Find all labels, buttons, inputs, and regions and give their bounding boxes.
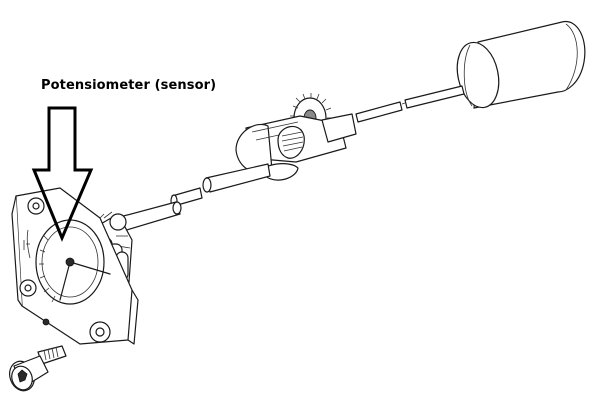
motor-shaft (355, 85, 465, 123)
gear-housing (235, 113, 357, 181)
middle-shaft (170, 163, 271, 208)
motor-cylinder (456, 21, 586, 109)
sensor-label: Potensiometer (sensor) (41, 78, 217, 93)
mounting-screw (9, 345, 67, 392)
down-arrow-icon (31, 106, 94, 242)
base-plate (11, 187, 139, 345)
